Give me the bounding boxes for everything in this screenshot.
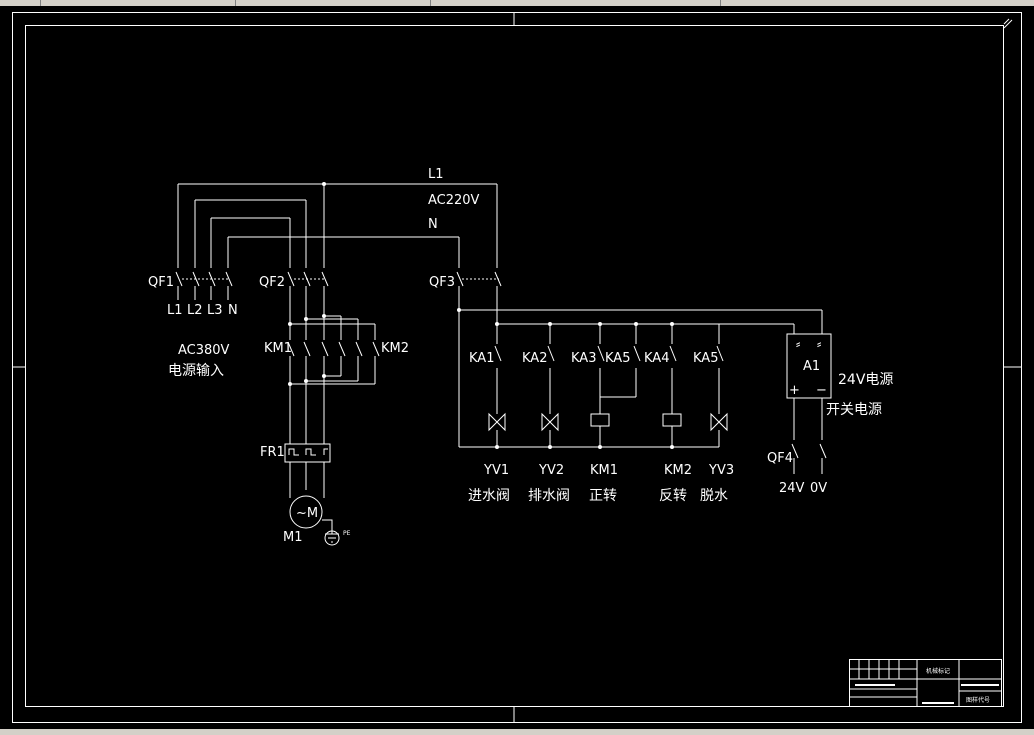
breaker-qf1-label: QF1 [148,275,174,290]
output-0v-label: 0V [810,481,827,496]
load-km1-tag: KM1 [590,463,618,478]
power-input-voltage: AC380V [178,343,230,358]
motor-m1-label: M1 [283,530,303,545]
relay-contact [633,345,641,362]
junction-dots [288,182,674,449]
relay-contact [669,345,677,362]
load-yv3-tag: YV3 [708,463,734,478]
drawing-frame [12,12,1022,723]
relay-ka5-label: KA5 [693,351,718,366]
power-wiring [175,183,832,546]
load-km2-function: 反转 [659,488,687,504]
breaker-qf2-label: QF2 [259,275,285,290]
ground-pe-label: PE [343,530,351,537]
contactor-coil-symbol [590,413,610,427]
contact-gap [633,344,639,368]
relay-ka3-label: KA3 [571,351,596,366]
contactor-km2-label: KM2 [381,341,409,356]
motor-symbol: ~M [296,506,318,521]
mains-voltage-label: AC220V [428,193,480,208]
contact-gap [597,344,603,368]
mains-neutral-label: N [428,217,438,232]
solenoid-valve-symbol [541,412,559,432]
load-yv1-tag: YV1 [483,463,509,478]
breaker-qf4-label: QF4 [767,451,793,466]
relay-contact [597,345,605,362]
input-terminal-l1: L1 [167,303,183,318]
load-km2-tag: KM2 [664,463,692,478]
solenoid-valve-symbol [488,412,506,432]
psu-ac-mark: ⸗ [817,337,821,352]
mains-l1-label: L1 [428,167,444,182]
load-yv2-tag: YV2 [538,463,564,478]
toolbar-segment[interactable] [235,0,431,6]
contact-gap [716,344,722,368]
toolbar-segment[interactable] [0,0,41,6]
title-block-heading: 机械标记 [926,667,950,675]
solenoid-valve-symbol [710,412,728,432]
load-yv3-function: 脱水 [700,488,728,504]
psu-24v-label: 24V电源 [838,372,893,388]
psu-minus-terminal: − [816,383,827,398]
relay-contacts [494,344,724,368]
load-symbols [488,412,728,432]
breaker-qf3-label: QF3 [429,275,455,290]
relay-contact [716,345,724,362]
toolbar-segment[interactable] [40,0,236,6]
psu-ac-mark: ⸗ [796,337,800,352]
relay-ka4-label: KA4 [644,351,669,366]
relay-ka1-label: KA1 [469,351,494,366]
contact-gap [547,344,553,368]
relay-contact [494,345,502,362]
load-yv1-function: 进水阀 [468,488,510,504]
input-terminal-n: N [228,303,238,318]
contact-gap [494,344,500,368]
window-bottom-bar [0,729,1034,735]
input-terminal-l2: L2 [187,303,203,318]
contactor-coil-symbol [662,413,682,427]
title-block-drawing-no: 图样代号 [966,696,990,704]
psu-a1-label: A1 [803,359,820,374]
relay-contact [547,345,555,362]
overload-fr1-label: FR1 [260,445,285,460]
contactor-km1-label: KM1 [264,341,292,356]
psu-switching-label: 开关电源 [826,402,882,418]
title-block [849,659,1002,707]
relay-ka5-label: KA5 [605,351,630,366]
load-yv2-function: 排水阀 [528,488,570,504]
input-terminal-l3: L3 [207,303,223,318]
output-24v-label: 24V [779,481,805,496]
contact-gap [669,344,675,368]
psu-plus-terminal: + [789,383,800,398]
toolbar-segment[interactable] [430,0,721,6]
window-top-bar [0,0,1034,6]
power-input-label: 电源输入 [168,363,224,379]
relay-ka2-label: KA2 [522,351,547,366]
load-km1-function: 正转 [589,488,617,504]
